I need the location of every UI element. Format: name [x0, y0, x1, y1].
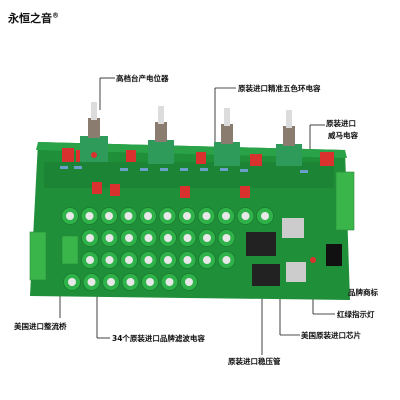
chip-ic [326, 244, 342, 266]
capacitor-top [85, 212, 94, 220]
capacitor-top [164, 234, 172, 242]
filter-capacitor-grid [61, 207, 274, 291]
label-pot: 高档台产电位器 [116, 74, 169, 83]
capacitor-top [183, 212, 191, 220]
potentiometers [80, 102, 302, 166]
capacitor-top [222, 212, 230, 220]
capacitor-top [68, 278, 76, 286]
capacitor-top [202, 212, 211, 220]
brand-name: 永恒之音 [8, 12, 52, 25]
capacitor-top [183, 256, 192, 264]
capacitor-top [86, 256, 94, 264]
label-wima-1: 原装进口 [326, 119, 356, 128]
capacitor-top [165, 278, 174, 286]
capacitor-top [144, 256, 153, 264]
label-regulator: 原装进口稳压管 [228, 357, 281, 366]
resistor-row [60, 166, 308, 173]
capacitor-top [183, 234, 192, 242]
capacitor-top [125, 234, 133, 242]
capacitor-top [241, 212, 250, 220]
led-indicator [310, 257, 316, 263]
capacitor-top [105, 256, 114, 264]
label-rectifier: 美国进口整流桥 [14, 322, 67, 331]
brand-logo-text: 永恒之音® [8, 10, 59, 26]
capacitor-top [146, 278, 154, 286]
capacitor-top [87, 278, 96, 286]
label-filter-caps: 34个原装进口品牌滤波电容 [112, 334, 205, 343]
capacitor-top [203, 234, 211, 242]
capacitor-top [105, 212, 113, 220]
capacitor-top [144, 234, 153, 242]
label-chip: 美国原装进口芯片 [301, 331, 361, 340]
capacitor-top [203, 256, 211, 264]
capacitor-top [66, 212, 74, 220]
capacitor-top [164, 256, 172, 264]
registered-mark: ® [52, 11, 59, 20]
capacitor-top [144, 212, 152, 220]
capacitor-top [185, 278, 193, 286]
capacitor-top [261, 212, 269, 220]
capacitor-top [126, 278, 135, 286]
label-led: 红绿指示灯 [337, 310, 375, 319]
terminal-blocks [29, 171, 355, 281]
capacitor-top [107, 278, 115, 286]
capacitor-top [125, 256, 133, 264]
capacitor-top [105, 234, 114, 242]
capacitor-top [124, 212, 133, 220]
label-cap-import: 原装进口精准五色环电容 [238, 84, 321, 93]
capacitor-top [163, 212, 172, 220]
capacitor-top [222, 256, 231, 264]
label-brand-logo: 品牌商标 [348, 288, 378, 297]
capacitor-top [222, 234, 231, 242]
label-wima-2: 威马电容 [328, 131, 358, 140]
capacitor-top [86, 234, 94, 242]
voltage-regulators [246, 218, 306, 286]
